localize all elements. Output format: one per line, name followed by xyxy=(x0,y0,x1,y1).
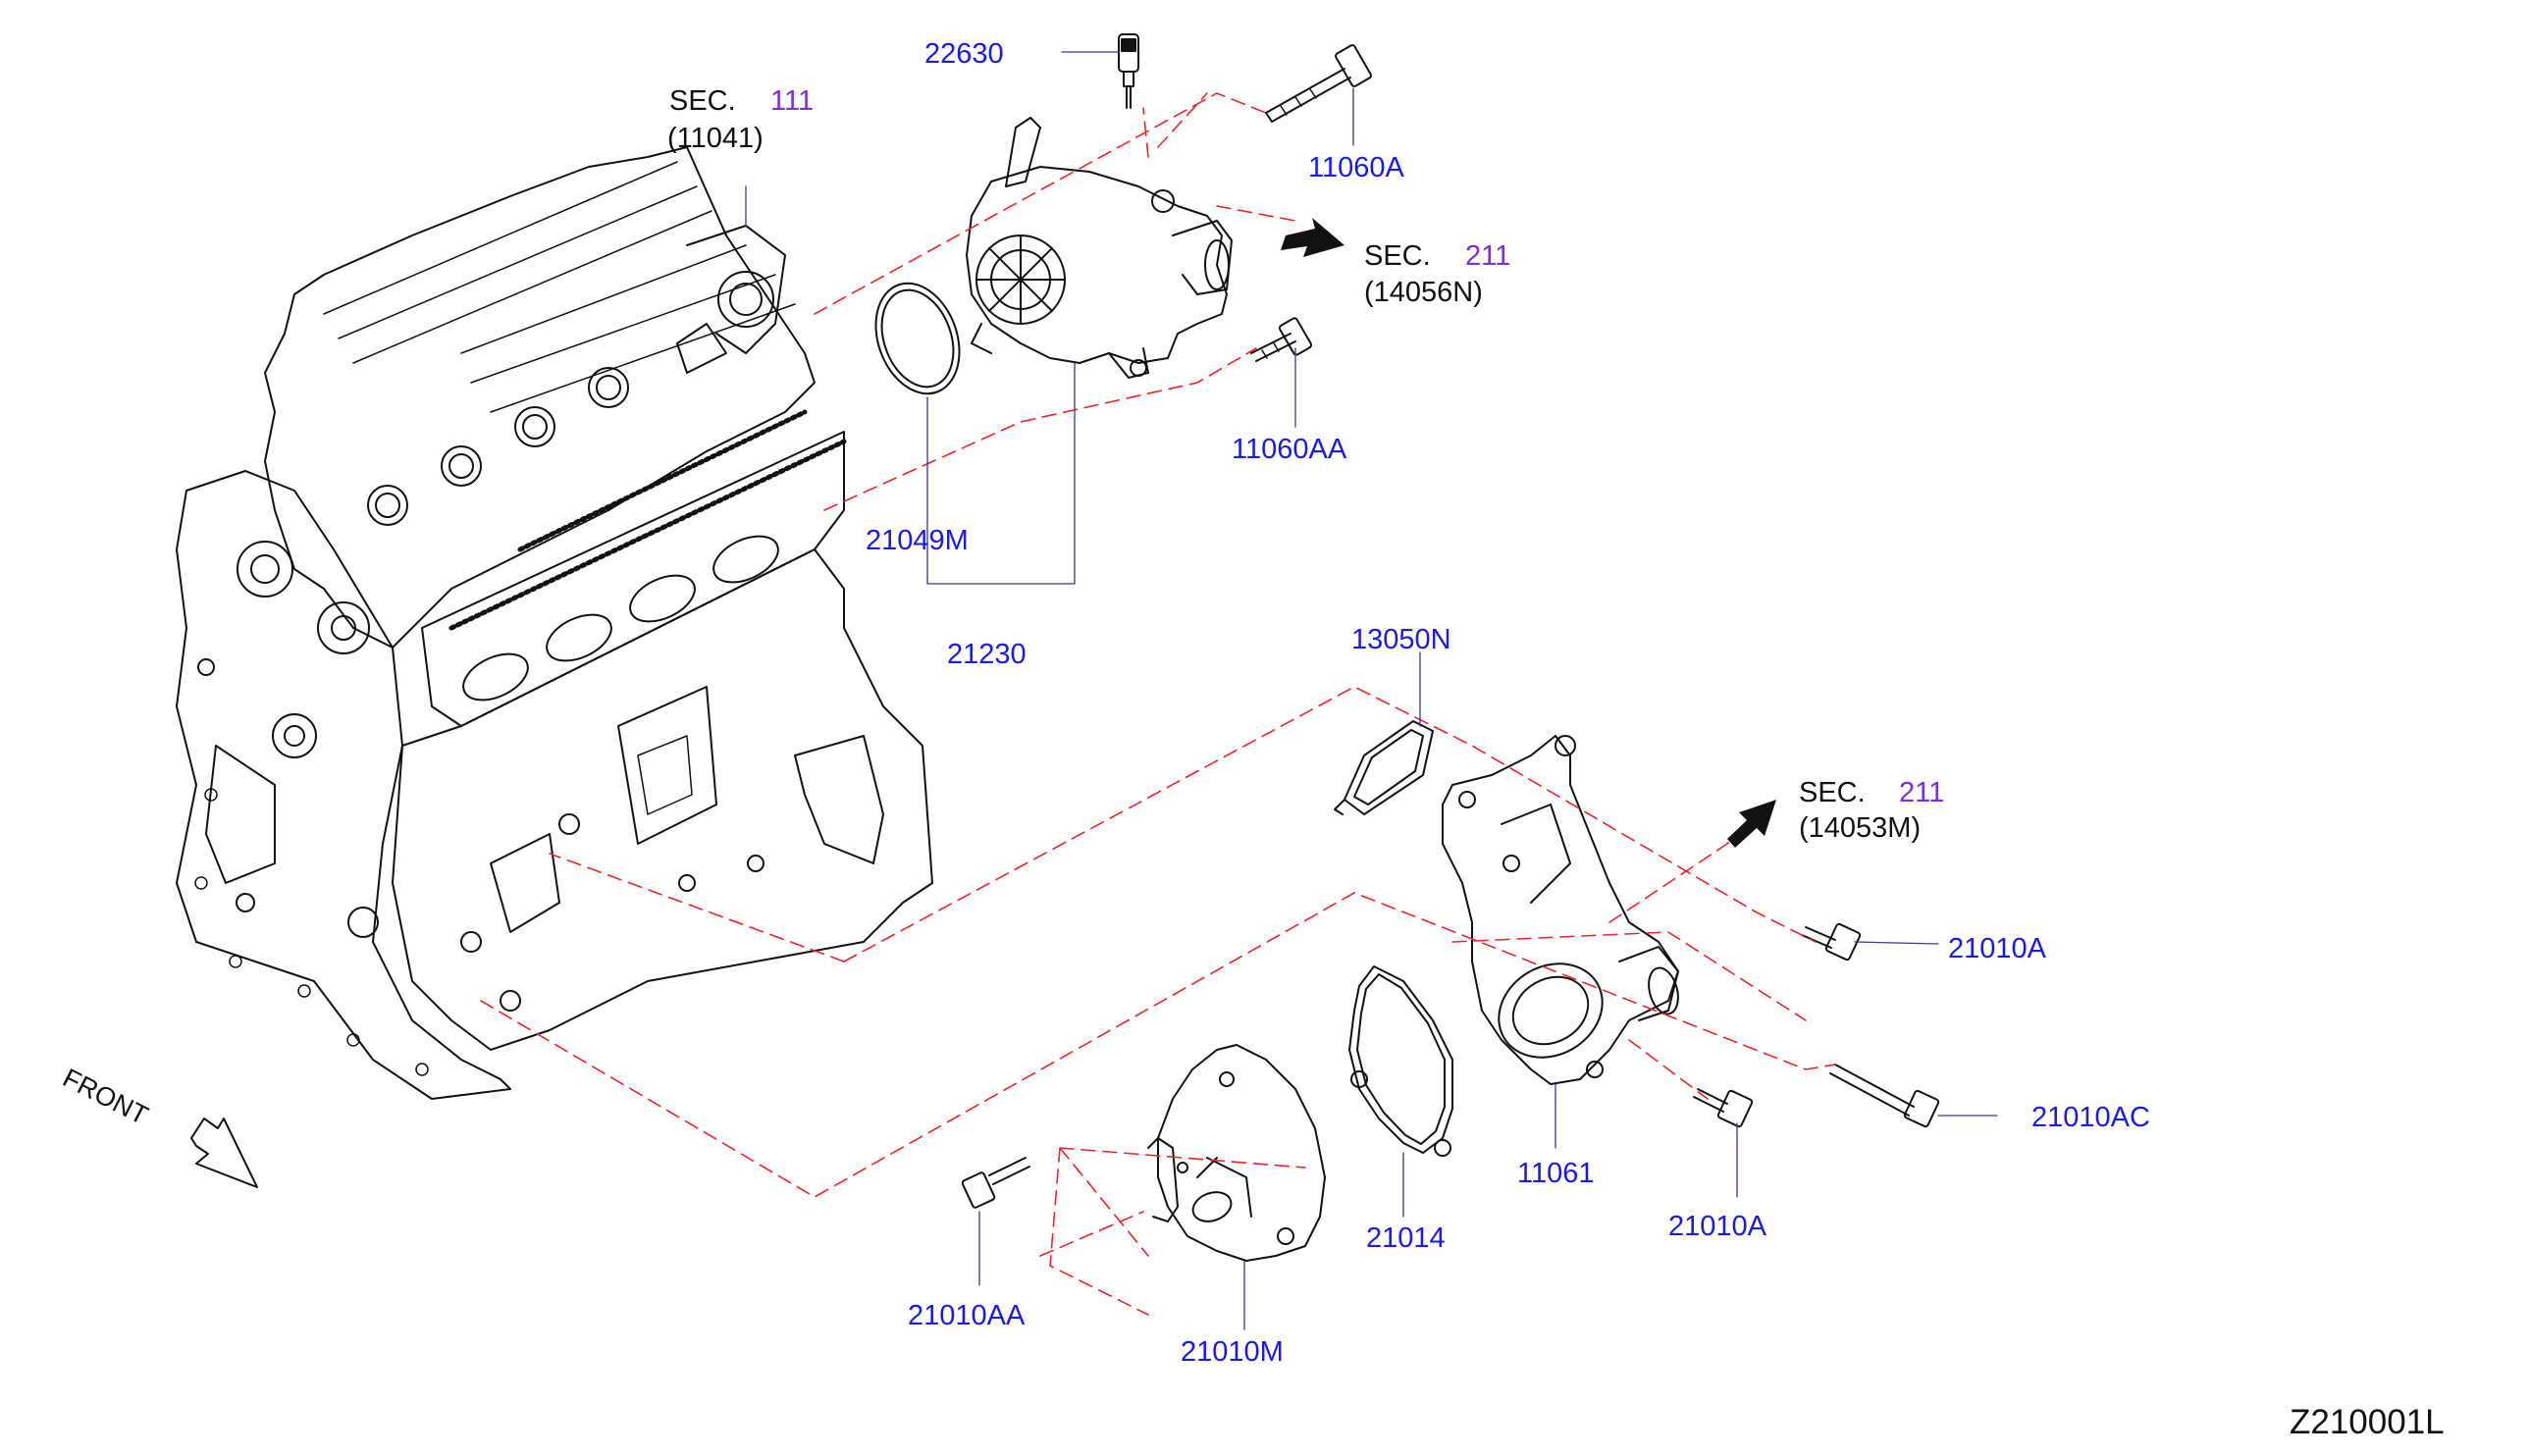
sec-111-ref: (11041) xyxy=(667,123,764,154)
bolt-21010A-bottom xyxy=(1693,1088,1754,1128)
sec-211-a-ref: (14056N) xyxy=(1364,277,1483,308)
water-pump-housing-11061 xyxy=(1442,735,1679,1085)
part-label-11060AA[interactable]: 11060AA xyxy=(1232,434,1347,465)
cylinder-head-side xyxy=(421,431,845,727)
part-label-21010M[interactable]: 21010M xyxy=(1181,1336,1284,1368)
bolt-11060A xyxy=(1265,44,1372,123)
sec-211-b-word: SEC. xyxy=(1799,777,1866,808)
assembly-dashed-leaders xyxy=(480,92,1836,1316)
callout-leader-lines xyxy=(745,51,1998,1330)
part-label-13050N[interactable]: 13050N xyxy=(1351,624,1451,655)
part-label-21049M[interactable]: 21049M xyxy=(866,525,969,556)
sec-211-a-word: SEC. xyxy=(1364,240,1431,272)
bolt-11060AA xyxy=(1250,317,1313,362)
gasket-21049M xyxy=(874,282,961,395)
hollow-arrow-icon xyxy=(190,1118,258,1188)
part-label-11060A[interactable]: 11060A xyxy=(1308,152,1404,183)
sensor-22630 xyxy=(1118,33,1139,109)
part-label-21010AA[interactable]: 21010AA xyxy=(908,1300,1026,1331)
bolt-21010AC xyxy=(1829,1064,1940,1128)
sec-111-number[interactable]: 111 xyxy=(770,85,815,117)
solid-arrow-icon xyxy=(1727,800,1776,848)
sec-211-b-ref: (14053M) xyxy=(1799,812,1922,844)
solid-arrow-icon xyxy=(1281,218,1344,257)
gasket-21014 xyxy=(1348,965,1453,1157)
part-label-21010A-bottom[interactable]: 21010A xyxy=(1668,1211,1766,1242)
sec-211-b-number[interactable]: 211 xyxy=(1899,777,1945,808)
part-label-21010AC[interactable]: 21010AC xyxy=(2031,1102,2150,1133)
diagram-code: Z210001L xyxy=(2290,1403,2445,1441)
thermostat-housing-21230 xyxy=(966,117,1233,379)
gasket-13050N xyxy=(1334,720,1434,815)
spark-plug-wells xyxy=(367,367,629,526)
timing-cover xyxy=(176,470,511,1100)
part-label-21014[interactable]: 21014 xyxy=(1366,1222,1446,1254)
part-label-21230[interactable]: 21230 xyxy=(947,639,1027,670)
intake-ports xyxy=(462,535,779,702)
part-label-21010A-top[interactable]: 21010A xyxy=(1948,933,2046,964)
bolt-21010AA xyxy=(961,1157,1030,1209)
engine-assembly xyxy=(176,146,933,1100)
bolt-21010A-top xyxy=(1801,922,1862,962)
water-pump-21010M xyxy=(1147,1044,1326,1262)
sec-111-word: SEC. xyxy=(669,85,736,117)
cylinder-block xyxy=(392,548,933,1051)
part-label-11061[interactable]: 11061 xyxy=(1517,1158,1595,1189)
part-label-22630[interactable]: 22630 xyxy=(924,38,1004,70)
sec-211-a-number[interactable]: 211 xyxy=(1465,240,1511,272)
